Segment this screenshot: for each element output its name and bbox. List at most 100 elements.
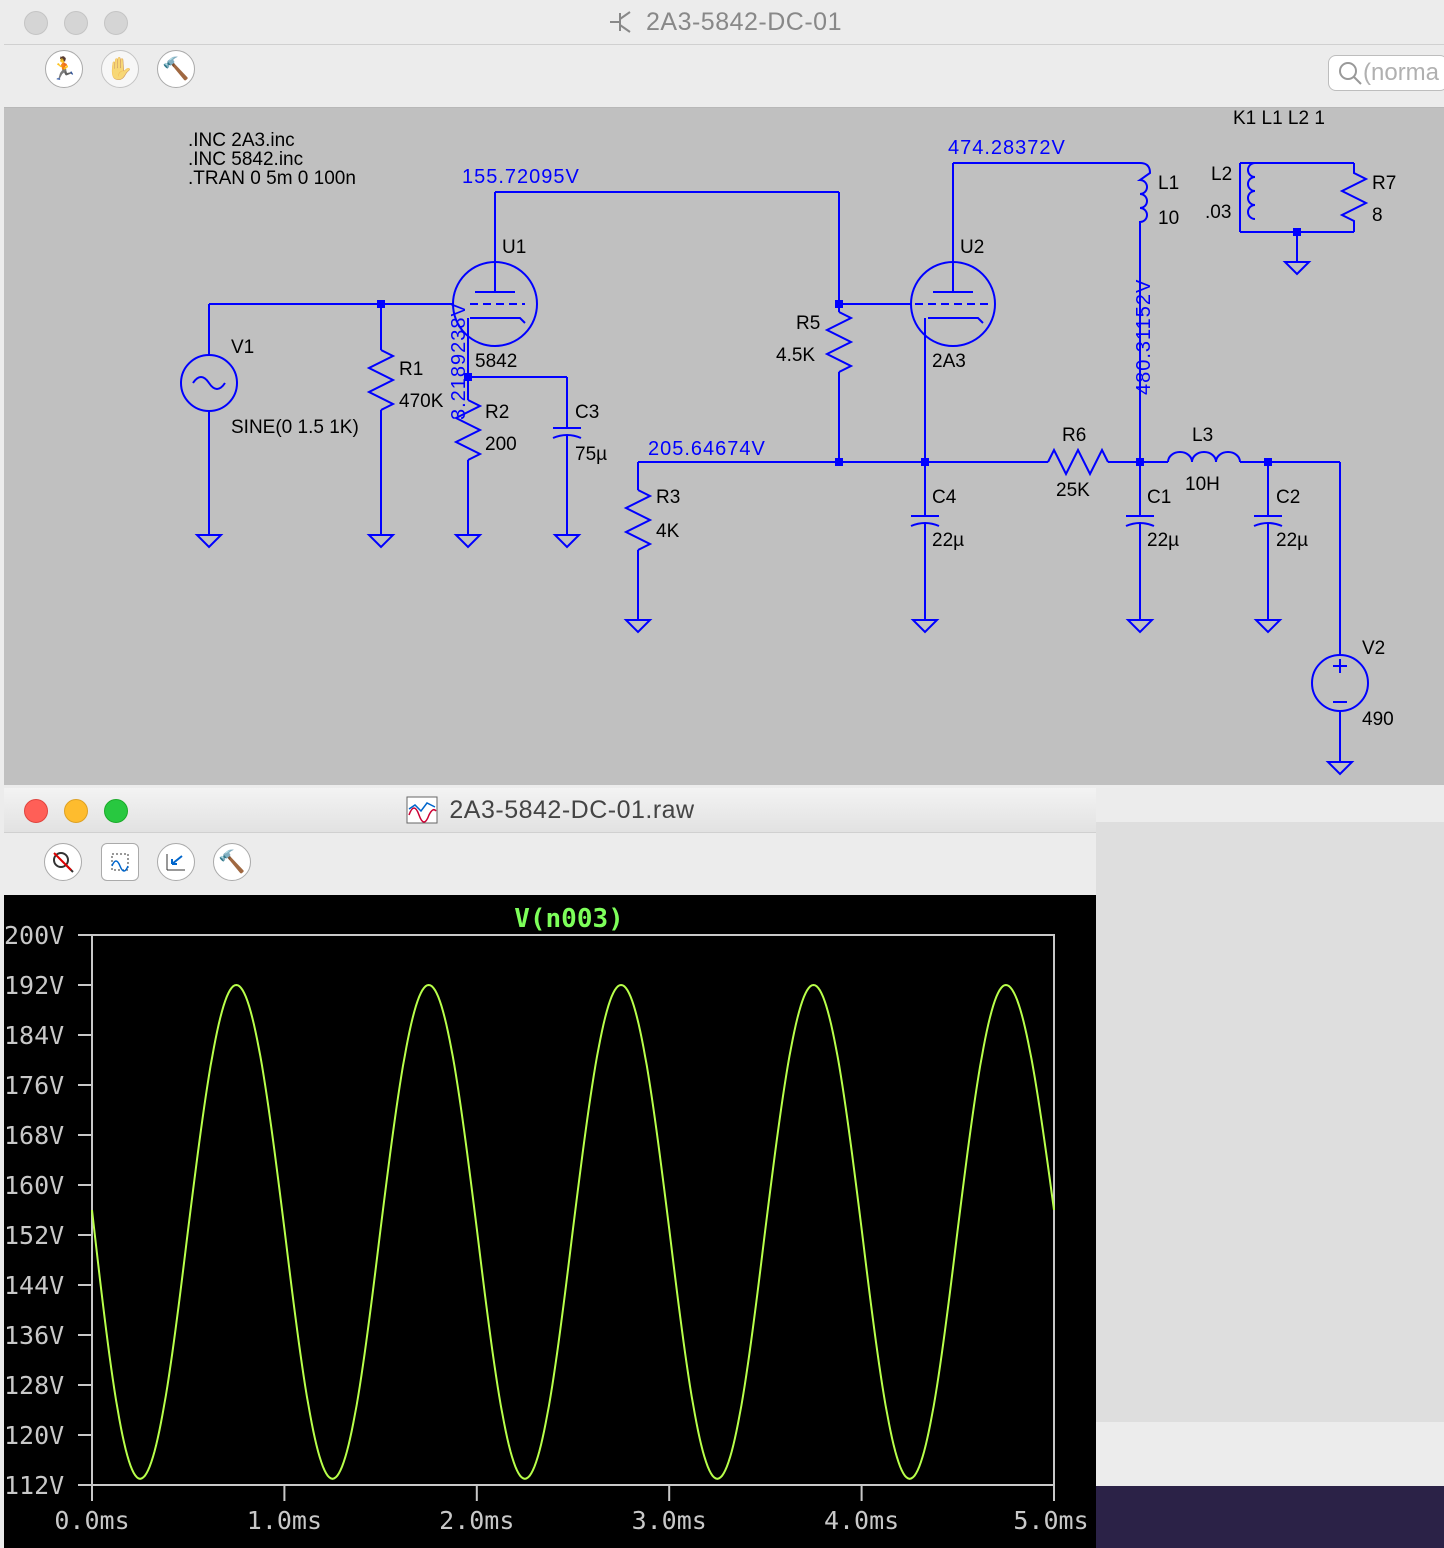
autorange-icon: [111, 853, 129, 872]
r2-resistor[interactable]: [453, 399, 483, 461]
zoom-button[interactable]: [104, 11, 128, 35]
component-ref: C4: [932, 487, 957, 508]
window-controls: [24, 799, 128, 823]
component-ref: R6: [1062, 425, 1087, 446]
component-ref: U1: [502, 237, 527, 258]
y-axis: 200V192V184V176V168V160V152V144V136V128V…: [4, 921, 92, 1500]
component-value: 470K: [399, 391, 444, 412]
settings-button[interactable]: 🔨: [213, 843, 251, 881]
schematic-doc-icon: [610, 11, 631, 33]
x-axis: 0.0ms 1.0ms 2.0ms 3.0ms 4.0ms 5.0ms: [54, 1485, 1089, 1535]
directive-line: .TRAN 0 5m 0 100n: [188, 168, 356, 189]
component-ref: R2: [485, 402, 510, 423]
hand-icon: ✋: [106, 56, 134, 81]
run-button[interactable]: 🏃: [45, 50, 83, 88]
waveform-doc-icon: [406, 796, 438, 824]
y-tick-label: 160V: [4, 1171, 64, 1200]
component-ref: R1: [399, 359, 424, 380]
waveform-titlebar[interactable]: 2A3-5842-DC-01.raw: [4, 788, 1096, 833]
l3-inductor[interactable]: [1167, 451, 1241, 463]
component-value: 10: [1158, 208, 1180, 229]
component-ref: C3: [575, 402, 600, 423]
y-tick-label: 184V: [4, 1021, 64, 1050]
component-ref: C1: [1147, 487, 1172, 508]
node-voltage-label: 3.2189238V: [448, 302, 470, 420]
x-tick-label: 5.0ms: [1013, 1506, 1088, 1535]
minimize-button[interactable]: [64, 11, 88, 35]
zoom-cancel-button[interactable]: [44, 843, 82, 881]
component-value: 10H: [1185, 474, 1220, 495]
close-button[interactable]: [24, 11, 48, 35]
r1-resistor[interactable]: [366, 349, 396, 411]
schematic-toolbar: 🏃 ✋ 🔨 (norma: [4, 45, 1444, 108]
x-tick-label: 3.0ms: [632, 1506, 707, 1535]
x-tick-label: 2.0ms: [439, 1506, 514, 1535]
component-ref: L1: [1158, 173, 1180, 194]
component-value: 22µ: [932, 530, 965, 551]
r3-resistor[interactable]: [623, 489, 653, 551]
run-icon: 🏃: [50, 56, 78, 81]
search-field[interactable]: (norma: [1328, 55, 1444, 91]
dock-strip: [1096, 1486, 1444, 1548]
component-value: 5842: [475, 351, 518, 372]
zoom-cancel-icon: [53, 852, 74, 873]
minimize-button[interactable]: [64, 799, 88, 823]
directive-line: .INC 2A3.inc: [188, 130, 295, 151]
zoom-button[interactable]: [104, 799, 128, 823]
spice-directives[interactable]: .INC 2A3.inc .INC 5842.inc .TRAN 0 5m 0 …: [188, 131, 356, 188]
schematic-window: 2A3-5842-DC-01 🏃 ✋ 🔨 (norma: [4, 0, 1444, 785]
settings-button[interactable]: 🔨: [157, 50, 195, 88]
y-tick-label: 152V: [4, 1221, 64, 1250]
waveform-plot[interactable]: V(n003) 200V192V184V176V168V160V152V144V…: [4, 895, 1096, 1548]
coupling-directive[interactable]: K1 L1 L2 1: [1233, 108, 1325, 129]
component-value: 22µ: [1147, 530, 1180, 551]
component-ref: C2: [1276, 487, 1301, 508]
y-tick-label: 136V: [4, 1321, 64, 1350]
waveform-toolbar: 🔨: [4, 833, 1096, 896]
x-tick-label: 0.0ms: [54, 1506, 129, 1535]
zoom-back-icon: [166, 854, 185, 871]
l1-inductor[interactable]: [1136, 162, 1152, 230]
l2-inductor[interactable]: [1240, 162, 1256, 220]
x-tick-label: 4.0ms: [824, 1506, 899, 1535]
y-tick-label: 144V: [4, 1271, 64, 1300]
component-value: 22µ: [1276, 530, 1309, 551]
component-value: 25K: [1056, 480, 1090, 501]
y-tick-label: 200V: [4, 921, 64, 950]
y-tick-label: 112V: [4, 1471, 64, 1500]
search-icon: [1339, 62, 1362, 85]
component-value: 8: [1372, 205, 1383, 226]
desktop-area: [1096, 822, 1444, 1422]
zoom-back-button[interactable]: [157, 843, 195, 881]
trace-title[interactable]: V(n003): [514, 904, 624, 934]
x-tick-label: 1.0ms: [247, 1506, 322, 1535]
trace-line[interactable]: [91, 983, 1055, 1480]
component-value: SINE(0 1.5 1K): [231, 417, 359, 438]
y-tick-label: 120V: [4, 1421, 64, 1450]
directive-line: .INC 5842.inc: [188, 149, 304, 170]
pan-button[interactable]: ✋: [101, 50, 139, 88]
node-voltage-label: 480.31152V: [1133, 278, 1155, 395]
r7-resistor[interactable]: [1339, 163, 1369, 232]
component-value: 490: [1362, 709, 1394, 730]
schematic-canvas[interactable]: [4, 107, 1444, 785]
y-tick-label: 192V: [4, 971, 64, 1000]
component-ref: R7: [1372, 173, 1397, 194]
component-ref: L3: [1192, 425, 1214, 446]
component-value: 75µ: [575, 444, 608, 465]
close-button[interactable]: [24, 799, 48, 823]
schematic-titlebar[interactable]: 2A3-5842-DC-01: [4, 0, 1444, 45]
component-value: 200: [485, 434, 517, 455]
component-ref: V1: [231, 337, 255, 358]
component-ref: U2: [960, 237, 985, 258]
autorange-button[interactable]: [101, 843, 139, 881]
r5-resistor[interactable]: [824, 311, 854, 373]
component-value: 4.5K: [776, 345, 816, 366]
r6-resistor[interactable]: [1047, 447, 1109, 477]
window-title: 2A3-5842-DC-01: [646, 7, 842, 36]
window-title: 2A3-5842-DC-01.raw: [449, 795, 695, 824]
y-tick-label: 168V: [4, 1121, 64, 1150]
node-voltage-label: 205.64674V: [648, 438, 766, 460]
component-value: 4K: [656, 521, 680, 542]
component-ref: L2: [1211, 164, 1233, 185]
